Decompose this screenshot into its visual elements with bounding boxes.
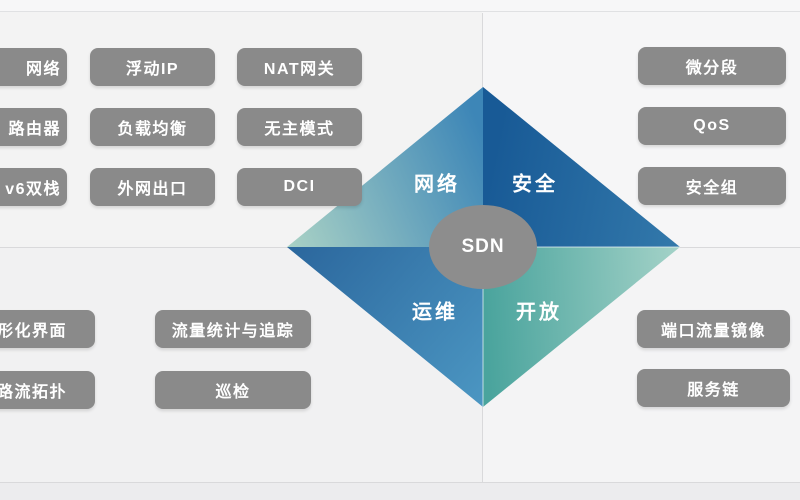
quadrant-label-security: 安全: [512, 173, 558, 196]
quadrant-label-operations: 运维: [412, 301, 458, 324]
feature-network-4: 路由器: [0, 108, 67, 146]
quadrant-label-network: 网络: [414, 173, 460, 196]
triangle-open: [483, 247, 680, 407]
feature-security-2: QoS: [638, 107, 786, 145]
feature-operations-3: 路流拓扑: [0, 371, 95, 409]
sdn-diamond: [287, 87, 680, 407]
triangle-operations: [287, 247, 483, 407]
feature-operations-2: 流量统计与追踪: [155, 310, 311, 348]
top-strip-background: [0, 0, 800, 11]
feature-network-1: 网络: [0, 48, 67, 86]
feature-network-7: v6双栈: [0, 168, 67, 206]
feature-network-9: DCI: [237, 168, 362, 206]
bottom-divider-line: [0, 482, 800, 483]
feature-network-5: 负载均衡: [90, 108, 215, 146]
bottom-strip-background: [0, 483, 800, 500]
feature-open-1: 端口流量镜像: [637, 310, 790, 348]
feature-network-2: 浮动IP: [90, 48, 215, 86]
feature-open-2: 服务链: [637, 369, 790, 407]
top-divider-line: [0, 11, 800, 12]
feature-operations-1: 形化界面: [0, 310, 95, 348]
sdn-center-circle: [429, 205, 537, 289]
sdn-center-label: SDN: [461, 236, 505, 257]
feature-security-3: 安全组: [638, 167, 786, 205]
triangle-network: [287, 87, 483, 247]
feature-operations-4: 巡检: [155, 371, 311, 409]
feature-network-3: NAT网关: [237, 48, 362, 86]
quadrant-label-open: 开放: [516, 301, 562, 324]
feature-network-8: 外网出口: [90, 168, 215, 206]
feature-security-1: 微分段: [638, 47, 786, 85]
triangle-security: [483, 87, 680, 247]
feature-network-6: 无主模式: [237, 108, 362, 146]
